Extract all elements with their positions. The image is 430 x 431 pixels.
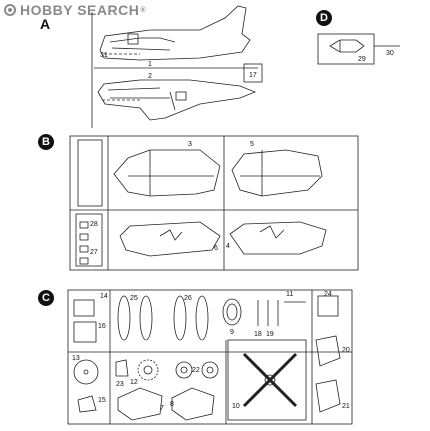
part-28-b [79,233,89,241]
part-number-29: 29 [358,56,366,63]
part-22-b [201,361,219,379]
sprue-b-side-panel [77,139,103,207]
part-24 [317,295,339,317]
lower-wing-part-6-detail [159,229,183,241]
part-number-24: 24 [324,291,332,298]
part-23 [115,359,129,377]
part-27-a [79,245,89,253]
part-number-30: 30 [386,50,394,57]
section-label-c: C [38,290,54,306]
hobby-search-watermark: HOBBY SEARCH ® [4,2,146,18]
part-number-13: 13 [72,355,80,362]
part-number-12: 12 [130,379,138,386]
part-15 [77,395,97,413]
part-number-17: 17 [249,72,257,79]
part-number-22: 22 [192,367,200,374]
part-25-a [117,295,131,341]
lower-wing-part-4-detail [259,225,285,239]
part-22-a-hub [180,366,188,374]
part-number-21: 21 [342,403,350,410]
part-8 [171,387,215,421]
fuselage-half-1 [99,5,251,61]
part-number-15: 15 [98,397,106,404]
part-number-10: 10 [232,403,240,410]
part-13 [73,359,99,385]
watermark-brand: HOBBY SEARCH [20,2,140,18]
part-9-outer [222,298,242,326]
section-label-a: A [40,16,51,32]
part-9-inner [226,303,238,321]
part-12-engine [137,359,159,381]
section-label-d: D [316,10,332,26]
part-number-25: 25 [130,295,138,302]
part-22-b-hub [206,366,214,374]
part-number-16: 16 [98,323,106,330]
part-25-b [139,295,153,341]
sprue-a-gate-17 [243,63,263,83]
part-number-6: 6 [214,245,218,252]
part-14 [73,299,95,317]
sprue-d-frame [317,33,375,65]
fuselage-half-1-cockpit [127,33,139,45]
part-number-11: 11 [286,291,293,298]
fuselage-half-1-detail [109,37,176,51]
fuselage-half-2-detail [107,87,176,111]
sprue-c: 14 16 25 26 9 18 19 11 24 13 23 12 22 10… [67,289,353,425]
fuselage-half-2 [97,79,257,121]
watermark-trademark: ® [140,6,146,14]
part-number-19: 19 [266,331,274,338]
upper-wing-part-3 [113,149,221,197]
part-number-20: 20 [342,347,350,354]
sprue-b-frame [69,135,359,271]
part-26-a [173,295,187,341]
sprue-b-small-parts-box [75,213,103,267]
part-number-14: 14 [100,293,108,300]
propeller-frame [227,339,307,421]
part-number-9: 9 [230,329,234,336]
part-22-a [175,361,193,379]
sprue-b: 3 4 5 6 27 28 [69,135,359,271]
hobby-search-logo-icon [4,4,16,16]
part-7 [117,387,163,421]
part-13-hub [83,369,89,375]
part-21 [315,379,341,413]
part-28-a [79,221,89,229]
part-20 [315,335,341,367]
part-10-spinner [264,374,276,386]
part-number-8: 8 [170,401,174,408]
part-number-23: 23 [116,381,124,388]
part-number-27: 27 [90,249,98,256]
lower-wing-part-6 [119,221,221,257]
part-number-3: 3 [188,141,192,148]
part-number-28: 28 [90,221,98,228]
part-number-1: 1 [148,61,152,68]
part-16 [73,321,97,343]
canopy-part-29 [329,39,365,53]
fuselage-half-2-hatch [175,91,187,101]
part-27-b [79,257,89,265]
part-26-b [195,295,209,341]
upper-wing-part-3-detail [128,150,214,196]
part-number-26: 26 [184,295,192,302]
part-number-18: 18 [254,331,262,338]
part-12-hub [143,365,153,375]
part-number-5: 5 [250,141,254,148]
sprue-a: 1 2 17 31 [91,5,263,128]
part-number-7: 7 [160,405,164,412]
lower-wing-part-4 [229,221,327,255]
upper-wing-part-5 [231,149,323,197]
part-number-2: 2 [148,73,152,80]
part-number-4: 4 [226,243,230,250]
upper-wing-part-5-detail [240,150,320,196]
part-number-31: 31 [100,52,108,59]
sprue-c-frame [67,289,353,425]
part-10-propeller [242,352,298,408]
section-label-b: B [38,134,54,150]
sprue-d: 29 30 [317,33,400,65]
